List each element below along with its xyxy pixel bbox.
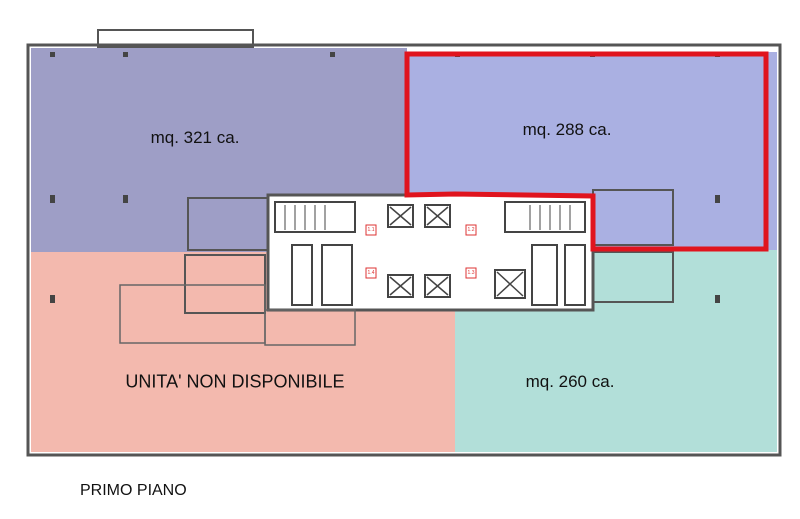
- unit-label-top-right: mq. 288 ca.: [522, 120, 612, 139]
- unit-label-bottom-right: mq. 260 ca.: [525, 372, 615, 391]
- toilet-blocks: [184, 189, 674, 314]
- unit-label-top-left: mq. 321 ca.: [150, 128, 240, 147]
- core-label: 1.3: [467, 270, 475, 276]
- core-label: 1.4: [367, 270, 375, 276]
- highlight-outline: [404, 51, 769, 252]
- exit-markers: [365, 224, 477, 279]
- shafts: [291, 244, 586, 306]
- unit-label-bottom-left: UNITA' NON DISPONIBILE: [125, 371, 345, 392]
- core-label: 1.1: [367, 227, 375, 233]
- terrace: [97, 29, 254, 48]
- floor-title: PRIMO PIANO: [80, 482, 187, 499]
- stair-right: [504, 201, 586, 233]
- core-label: 1.2: [467, 227, 475, 233]
- bottom-left-rooms: [119, 284, 356, 346]
